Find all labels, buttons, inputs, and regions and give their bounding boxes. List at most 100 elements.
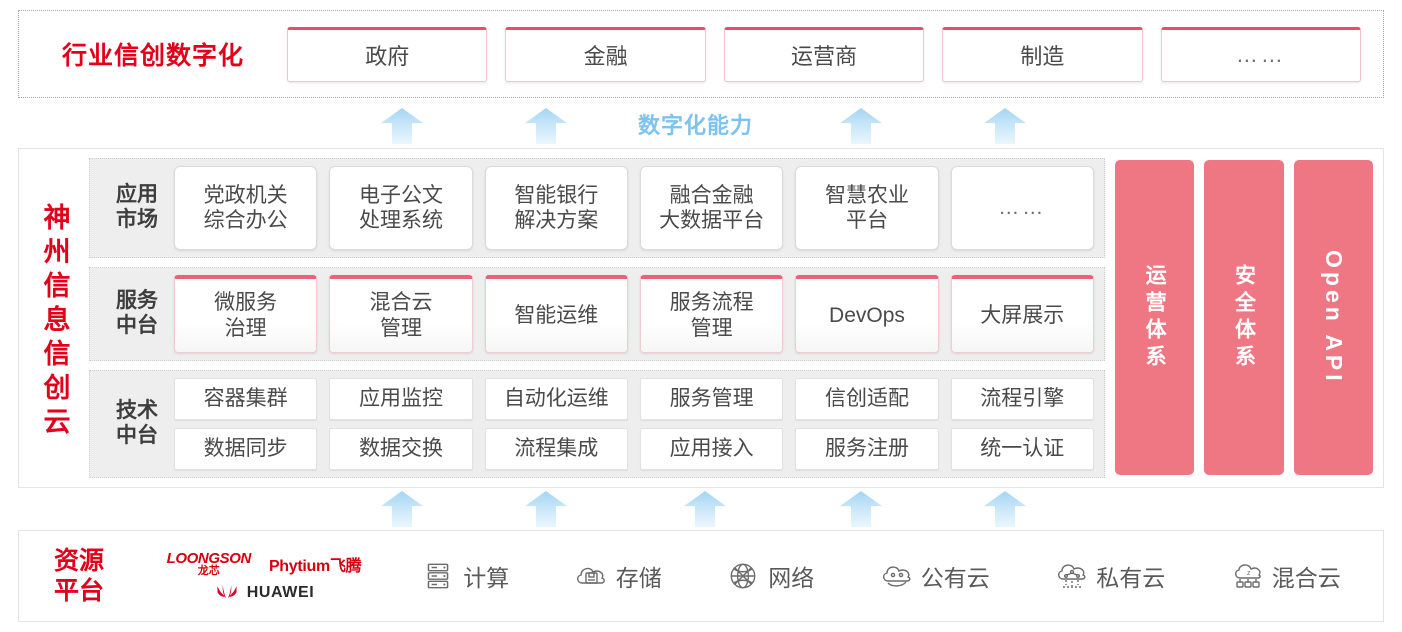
app-card-gov-office[interactable]: 党政机关综合办公 (174, 166, 318, 250)
up-arrow-icon (840, 491, 882, 527)
loongson-logo-text: LOONGSON (166, 549, 252, 567)
capability-label: 数字化能力 (638, 113, 754, 138)
card-text: 电子公文处理系统 (358, 183, 443, 232)
resource-item-list: 计算 存储 (389, 559, 1383, 593)
side-panel-operations-system[interactable]: 运营体系 (1115, 160, 1195, 475)
app-card-smart-bank[interactable]: 智能银行解决方案 (484, 166, 628, 250)
application-market-cards: 党政机关综合办公 电子公文处理系统 智能银行解决方案 融合金融大数据平台 智慧农… (174, 166, 1094, 250)
app-card-edoc-system[interactable]: 电子公文处理系统 (329, 166, 473, 250)
up-arrow-icon (525, 491, 567, 527)
row-label-technical-platform: 技术 中台 (100, 399, 174, 449)
card-text: 智能银行解决方案 (514, 183, 599, 232)
app-card-smart-agriculture[interactable]: 智慧农业平台 (795, 166, 939, 250)
row-label-line1: 应用 (116, 183, 158, 207)
tech-card-container-cluster[interactable]: 容器集群 (174, 378, 318, 420)
card-text: 智能运维 (514, 303, 599, 327)
svc-card-service-process-mgmt[interactable]: 服务流程管理 (639, 275, 784, 353)
card-text: 服务流程管理 (669, 291, 754, 340)
resource-band-title: 资源 平台 (19, 546, 139, 606)
industry-band: 行业信创数字化 政府 金融 运营商 制造 …… (18, 10, 1384, 98)
up-arrow-icon (381, 108, 423, 144)
row-application-market: 应用 市场 党政机关综合办公 电子公文处理系统 智能银行解决方案 融合金融大数据… (89, 158, 1105, 258)
cloud-rows-column: 应用 市场 党政机关综合办公 电子公文处理系统 智能银行解决方案 融合金融大数据… (89, 158, 1105, 478)
up-arrow-icon (984, 491, 1026, 527)
resource-band: 资源 平台 LOONGSON 龙芯 Phytium飞腾 (18, 530, 1384, 622)
vendor-logo-line1: LOONGSON 龙芯 Phytium飞腾 (167, 551, 362, 577)
resource-item-storage[interactable]: 存储 (574, 559, 662, 593)
loongson-logo: LOONGSON 龙芯 (166, 549, 252, 577)
vendor-logo-group: LOONGSON 龙芯 Phytium飞腾 (139, 551, 389, 602)
resource-item-label: 混合云 (1271, 565, 1341, 591)
server-rack-icon (421, 559, 455, 593)
tech-card-service-registry[interactable]: 服务注册 (795, 428, 939, 470)
card-text: …… (998, 196, 1047, 220)
tech-card-unified-auth[interactable]: 统一认证 (950, 428, 1094, 470)
industry-card-government[interactable]: 政府 (287, 26, 488, 82)
tech-card-xinchuang-adaptation[interactable]: 信创适配 (795, 378, 939, 420)
row-label-service-platform: 服务 中台 (100, 289, 174, 339)
resource-item-label: 私有云 (1096, 565, 1166, 591)
app-card-finance-bigdata[interactable]: 融合金融大数据平台 (639, 166, 784, 250)
resource-item-label: 公有云 (920, 565, 990, 591)
huawei-logo-text: HUAWEI (246, 583, 315, 601)
industry-card-more[interactable]: …… (1160, 26, 1362, 82)
up-arrow-icon (381, 491, 423, 527)
loongson-logo-cn: 龙芯 (197, 564, 220, 577)
cloud-side-panels: 运营体系 安全体系 Open API (1115, 158, 1373, 478)
resource-item-compute[interactable]: 计算 (421, 559, 509, 593)
vendor-logo-line2: HUAWEI (214, 584, 315, 602)
row-label-line2: 中台 (116, 424, 158, 447)
cloud-storage-icon (574, 559, 608, 593)
side-panel-security-system[interactable]: 安全体系 (1204, 160, 1284, 475)
hybrid-cloud-icon: z (1230, 559, 1264, 593)
service-platform-cards: 微服务治理 混合云管理 智能运维 服务流程管理 DevOps 大屏展示 (174, 275, 1094, 353)
tech-card-data-sync[interactable]: 数据同步 (174, 428, 318, 470)
resource-item-hybrid-cloud[interactable]: z 混合云 (1230, 559, 1341, 593)
industry-card-manufacturing[interactable]: 制造 (942, 26, 1143, 82)
tech-card-process-integration[interactable]: 流程集成 (484, 428, 628, 470)
public-cloud-icon (879, 559, 913, 593)
card-text: 微服务治理 (214, 291, 278, 340)
svc-card-aiops[interactable]: 智能运维 (484, 275, 628, 353)
tech-card-data-exchange[interactable]: 数据交换 (329, 428, 473, 470)
resource-item-public-cloud[interactable]: 公有云 (879, 559, 990, 593)
svc-card-microservice-governance[interactable]: 微服务治理 (174, 275, 318, 353)
resource-item-network[interactable]: 网络 (726, 559, 814, 593)
card-text: DevOps (829, 303, 905, 327)
app-card-more[interactable]: …… (950, 166, 1094, 250)
card-text: 大屏展示 (980, 303, 1065, 327)
industry-card-finance[interactable]: 金融 (505, 26, 706, 82)
svc-card-big-screen-display[interactable]: 大屏展示 (950, 275, 1094, 353)
side-panel-open-api[interactable]: Open API (1293, 160, 1373, 475)
row-service-platform: 服务 中台 微服务治理 混合云管理 智能运维 服务流程管理 DevOps 大屏展… (89, 267, 1105, 361)
tech-card-service-mgmt[interactable]: 服务管理 (639, 378, 784, 420)
resource-arrow-row (0, 487, 1402, 527)
up-arrow-icon (525, 108, 567, 144)
cloud-platform-title-wrap: 神州信息信创云 (19, 149, 89, 487)
tech-card-process-engine[interactable]: 流程引擎 (950, 378, 1094, 420)
svc-card-devops[interactable]: DevOps (795, 275, 939, 353)
cloud-platform-title: 神州信息信创云 (39, 203, 70, 441)
industry-card-list: 政府 金融 运营商 制造 …… (287, 26, 1383, 82)
tech-card-app-monitoring[interactable]: 应用监控 (329, 378, 473, 420)
card-text: 党政机关综合办公 (203, 183, 288, 232)
side-panel-label: 运营体系 (1143, 263, 1167, 372)
svc-card-hybrid-cloud-mgmt[interactable]: 混合云管理 (329, 275, 473, 353)
industry-card-operator[interactable]: 运营商 (723, 26, 925, 82)
resource-item-label: 网络 (768, 565, 815, 591)
card-text: 智慧农业平台 (824, 183, 909, 232)
row-label-line1: 服务 (116, 289, 158, 313)
cloud-platform-main: 应用 市场 党政机关综合办公 电子公文处理系统 智能银行解决方案 融合金融大数据… (89, 149, 1383, 487)
network-globe-icon (726, 559, 760, 593)
row-label-line1: 技术 (116, 399, 158, 423)
tech-card-automated-ops[interactable]: 自动化运维 (484, 378, 628, 420)
technical-platform-line1: 容器集群 应用监控 自动化运维 服务管理 信创适配 流程引擎 (174, 378, 1094, 420)
card-text: 混合云管理 (369, 291, 433, 340)
tech-card-app-access[interactable]: 应用接入 (639, 428, 784, 470)
row-label-line2: 中台 (116, 314, 158, 337)
industry-band-title: 行业信创数字化 (61, 42, 244, 70)
up-arrow-icon (840, 108, 882, 144)
huawei-logo: HUAWEI (214, 584, 315, 602)
resource-item-private-cloud[interactable]: 私有云 (1054, 559, 1165, 593)
